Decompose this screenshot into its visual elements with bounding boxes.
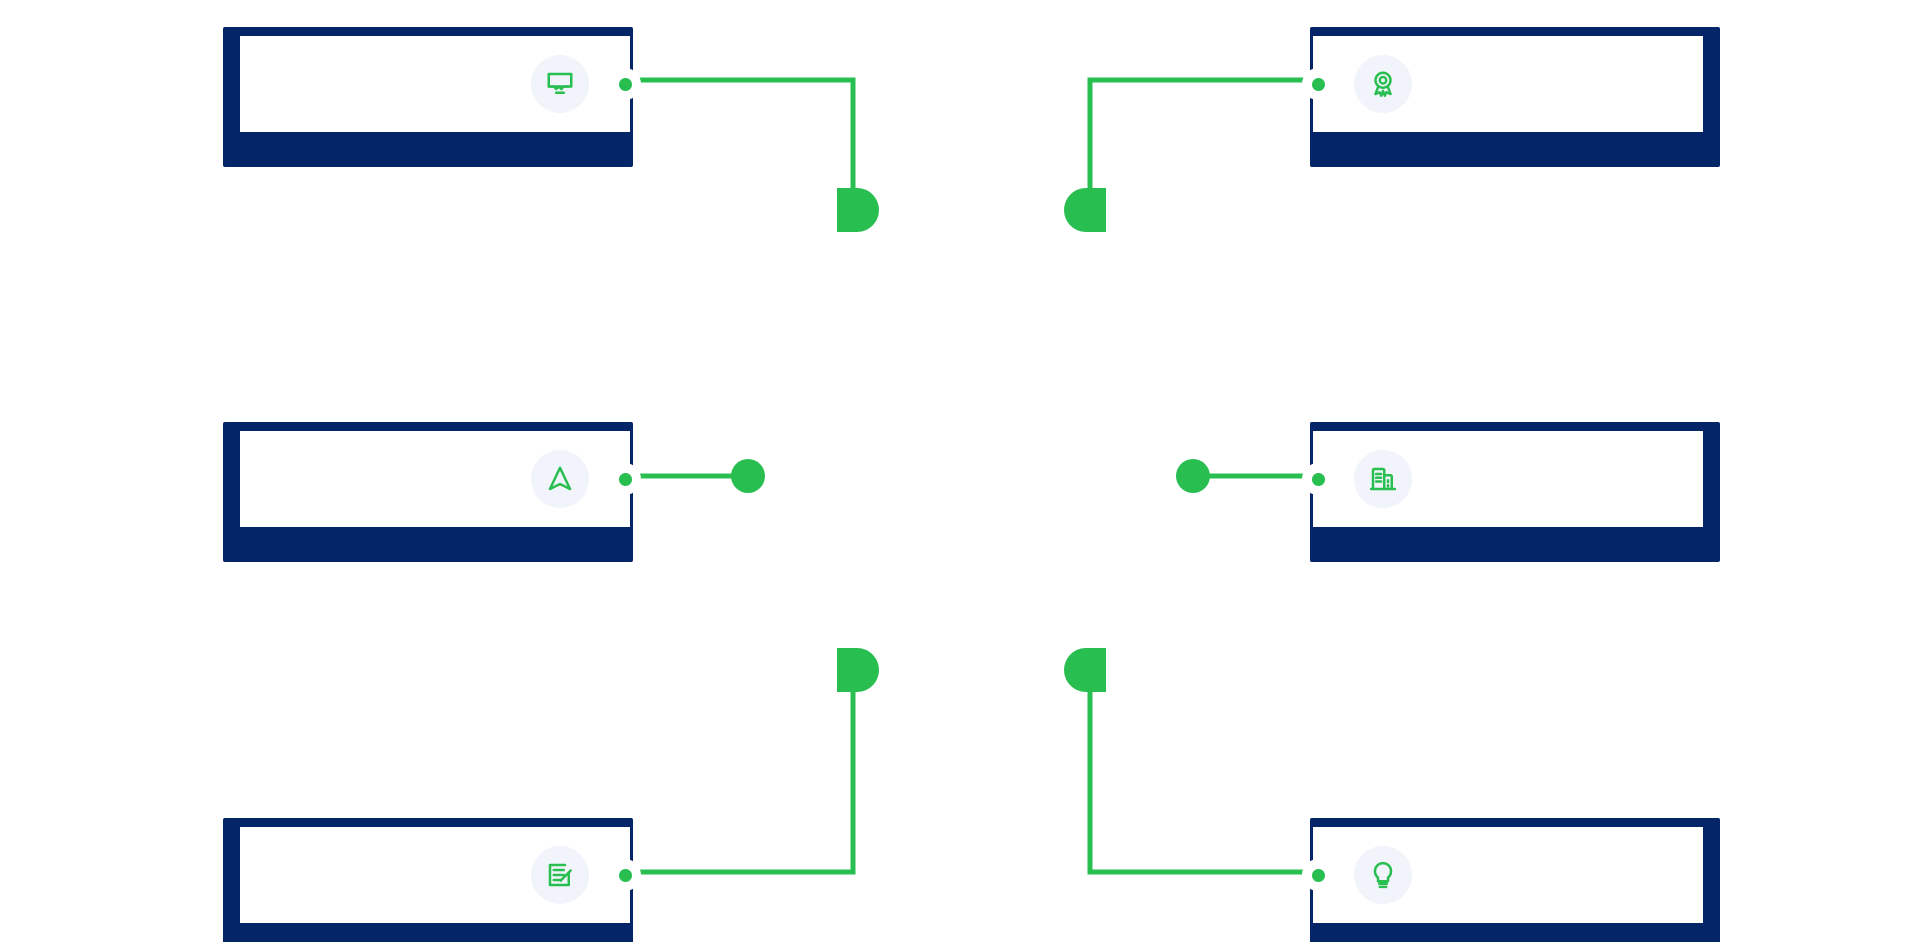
port-dot bbox=[618, 868, 632, 882]
port-dot bbox=[618, 77, 632, 91]
monitor-icon bbox=[531, 55, 589, 113]
lightbulb-icon bbox=[1354, 846, 1412, 904]
connector-row1-right bbox=[1087, 77, 1310, 210]
node-port-award[interactable] bbox=[1302, 68, 1334, 100]
terminator-row1-left bbox=[837, 188, 879, 232]
terminator-row2-right bbox=[1176, 459, 1210, 493]
node-card-award[interactable] bbox=[1302, 27, 1720, 167]
terminator-row1-right bbox=[1064, 188, 1106, 232]
node-port-navigation[interactable] bbox=[609, 463, 641, 495]
node-port-building[interactable] bbox=[1302, 463, 1334, 495]
award-ribbon-icon bbox=[1354, 55, 1412, 113]
node-port-lightbulb[interactable] bbox=[1302, 859, 1334, 891]
port-dot bbox=[1311, 77, 1325, 91]
node-card-monitor[interactable] bbox=[223, 27, 641, 167]
port-dot bbox=[618, 472, 632, 486]
node-card-building[interactable] bbox=[1302, 422, 1720, 562]
node-port-document-edit[interactable] bbox=[609, 859, 641, 891]
node-card-document-edit[interactable] bbox=[223, 818, 641, 942]
terminator-row3-right bbox=[1064, 648, 1106, 692]
port-dot bbox=[1311, 472, 1325, 486]
node-card-lightbulb[interactable] bbox=[1302, 818, 1720, 942]
node-port-monitor[interactable] bbox=[609, 68, 641, 100]
port-dot bbox=[1311, 868, 1325, 882]
connector-row3-right bbox=[1087, 692, 1310, 875]
document-edit-icon bbox=[531, 846, 589, 904]
connector-row1-left bbox=[633, 77, 856, 210]
terminator-row3-left bbox=[837, 648, 879, 692]
node-card-navigation[interactable] bbox=[223, 422, 641, 562]
navigation-arrow-icon bbox=[531, 450, 589, 508]
connector-row3-left bbox=[633, 692, 856, 875]
building-icon bbox=[1354, 450, 1412, 508]
terminator-row2-left bbox=[731, 459, 765, 493]
